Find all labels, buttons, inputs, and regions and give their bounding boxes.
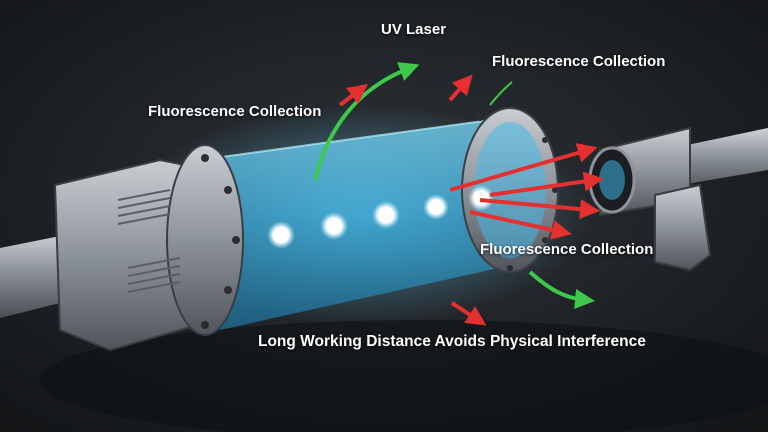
housing-vents: [117, 189, 181, 293]
callout-leader: [489, 81, 513, 106]
uv-laser-arrow: [313, 62, 420, 181]
red-arrow-4: [489, 171, 604, 197]
left-flange: [166, 144, 244, 336]
fluorescence-arrows: [338, 74, 604, 326]
spot-4: [423, 194, 449, 220]
spot-5: [468, 185, 494, 211]
fluorescence-tube: [200, 118, 525, 330]
red-arrow-1: [338, 84, 368, 107]
caption-label: Long Working Distance Avoids Physical In…: [258, 333, 646, 350]
exit-laser-arrow: [528, 270, 595, 309]
fluorescence-label-top: Fluorescence Collection: [492, 53, 666, 70]
camera-mount: [654, 183, 712, 272]
spot-2: [320, 212, 348, 240]
fluorescence-label-left: Fluorescence Collection: [148, 103, 322, 120]
uv-laser-label: UV Laser: [381, 21, 447, 38]
spot-1: [267, 221, 295, 249]
floor-shadow: [40, 320, 768, 432]
red-arrow-7: [450, 301, 487, 326]
spot-3: [372, 201, 400, 229]
fluorescent-spots: [267, 185, 494, 249]
red-arrow-2: [448, 74, 473, 102]
red-arrow-3: [449, 143, 598, 192]
fluorescence-label-right: Fluorescence Collection: [480, 241, 654, 258]
red-arrow-6: [469, 210, 572, 240]
camera: [588, 126, 712, 272]
flange-bolts: [201, 115, 558, 329]
red-arrow-5: [479, 198, 600, 220]
tube-top-edge: [199, 117, 506, 161]
